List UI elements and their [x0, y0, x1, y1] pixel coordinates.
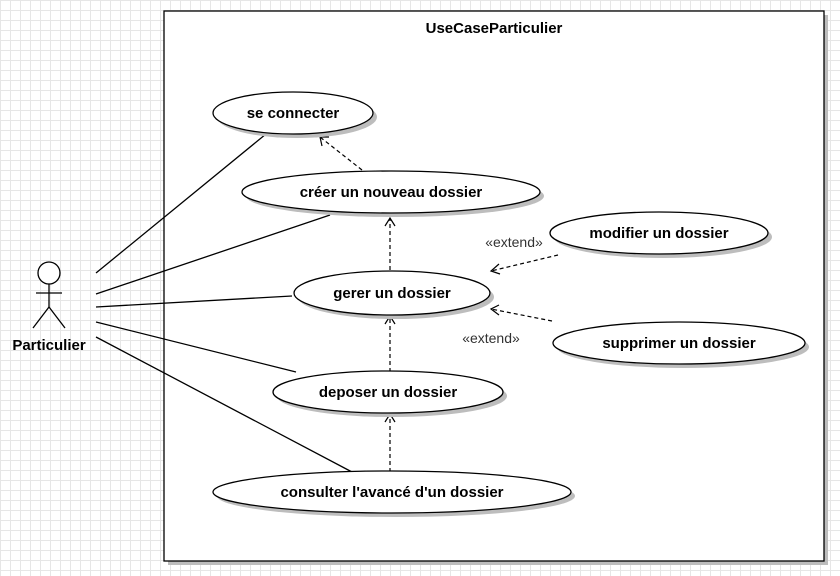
use-case-label: gerer un dossier [333, 285, 451, 302]
use-case-label: supprimer un dossier [602, 335, 756, 352]
association-creer-dossier[interactable] [95, 214, 331, 295]
dependency-gerer-to-creer[interactable] [384, 216, 396, 270]
actor-particulier[interactable]: Particulier [12, 261, 86, 354]
use-case-modifier-dossier[interactable]: modifier un dossier [549, 211, 772, 258]
actor-right-leg [48, 306, 66, 329]
use-case-label: deposer un dossier [319, 384, 458, 401]
association-se-connecter[interactable] [95, 133, 267, 274]
system-title: UseCaseParticulier [426, 20, 563, 37]
actor-left-leg [32, 306, 50, 329]
use-case-label: créer un nouveau dossier [300, 184, 483, 201]
use-case-label: consulter l'avancé d'un dossier [280, 484, 503, 501]
association-gerer-dossier[interactable] [95, 295, 293, 308]
actor-head [37, 261, 61, 285]
extend-label-modifier: «extend» [485, 234, 543, 250]
extend-modifier-to-gerer[interactable] [489, 254, 559, 275]
extend-label-supprimer: «extend» [462, 330, 520, 346]
use-case-deposer-dossier[interactable]: deposer un dossier [272, 370, 507, 417]
use-case-supprimer-dossier[interactable]: supprimer un dossier [552, 321, 809, 368]
use-case-gerer-dossier[interactable]: gerer un dossier [293, 270, 494, 319]
use-case-label: modifier un dossier [589, 225, 728, 242]
extend-supprimer-to-gerer[interactable] [489, 304, 553, 322]
association-deposer-dossier[interactable] [95, 321, 297, 373]
use-case-label: se connecter [247, 105, 340, 122]
actor-name: Particulier [12, 337, 86, 354]
association-consulter-avance[interactable] [95, 336, 353, 473]
use-case-consulter-avance[interactable]: consulter l'avancé d'un dossier [212, 470, 575, 517]
use-case-creer-dossier[interactable]: créer un nouveau dossier [241, 170, 544, 217]
use-case-se-connecter[interactable]: se connecter [212, 91, 377, 138]
